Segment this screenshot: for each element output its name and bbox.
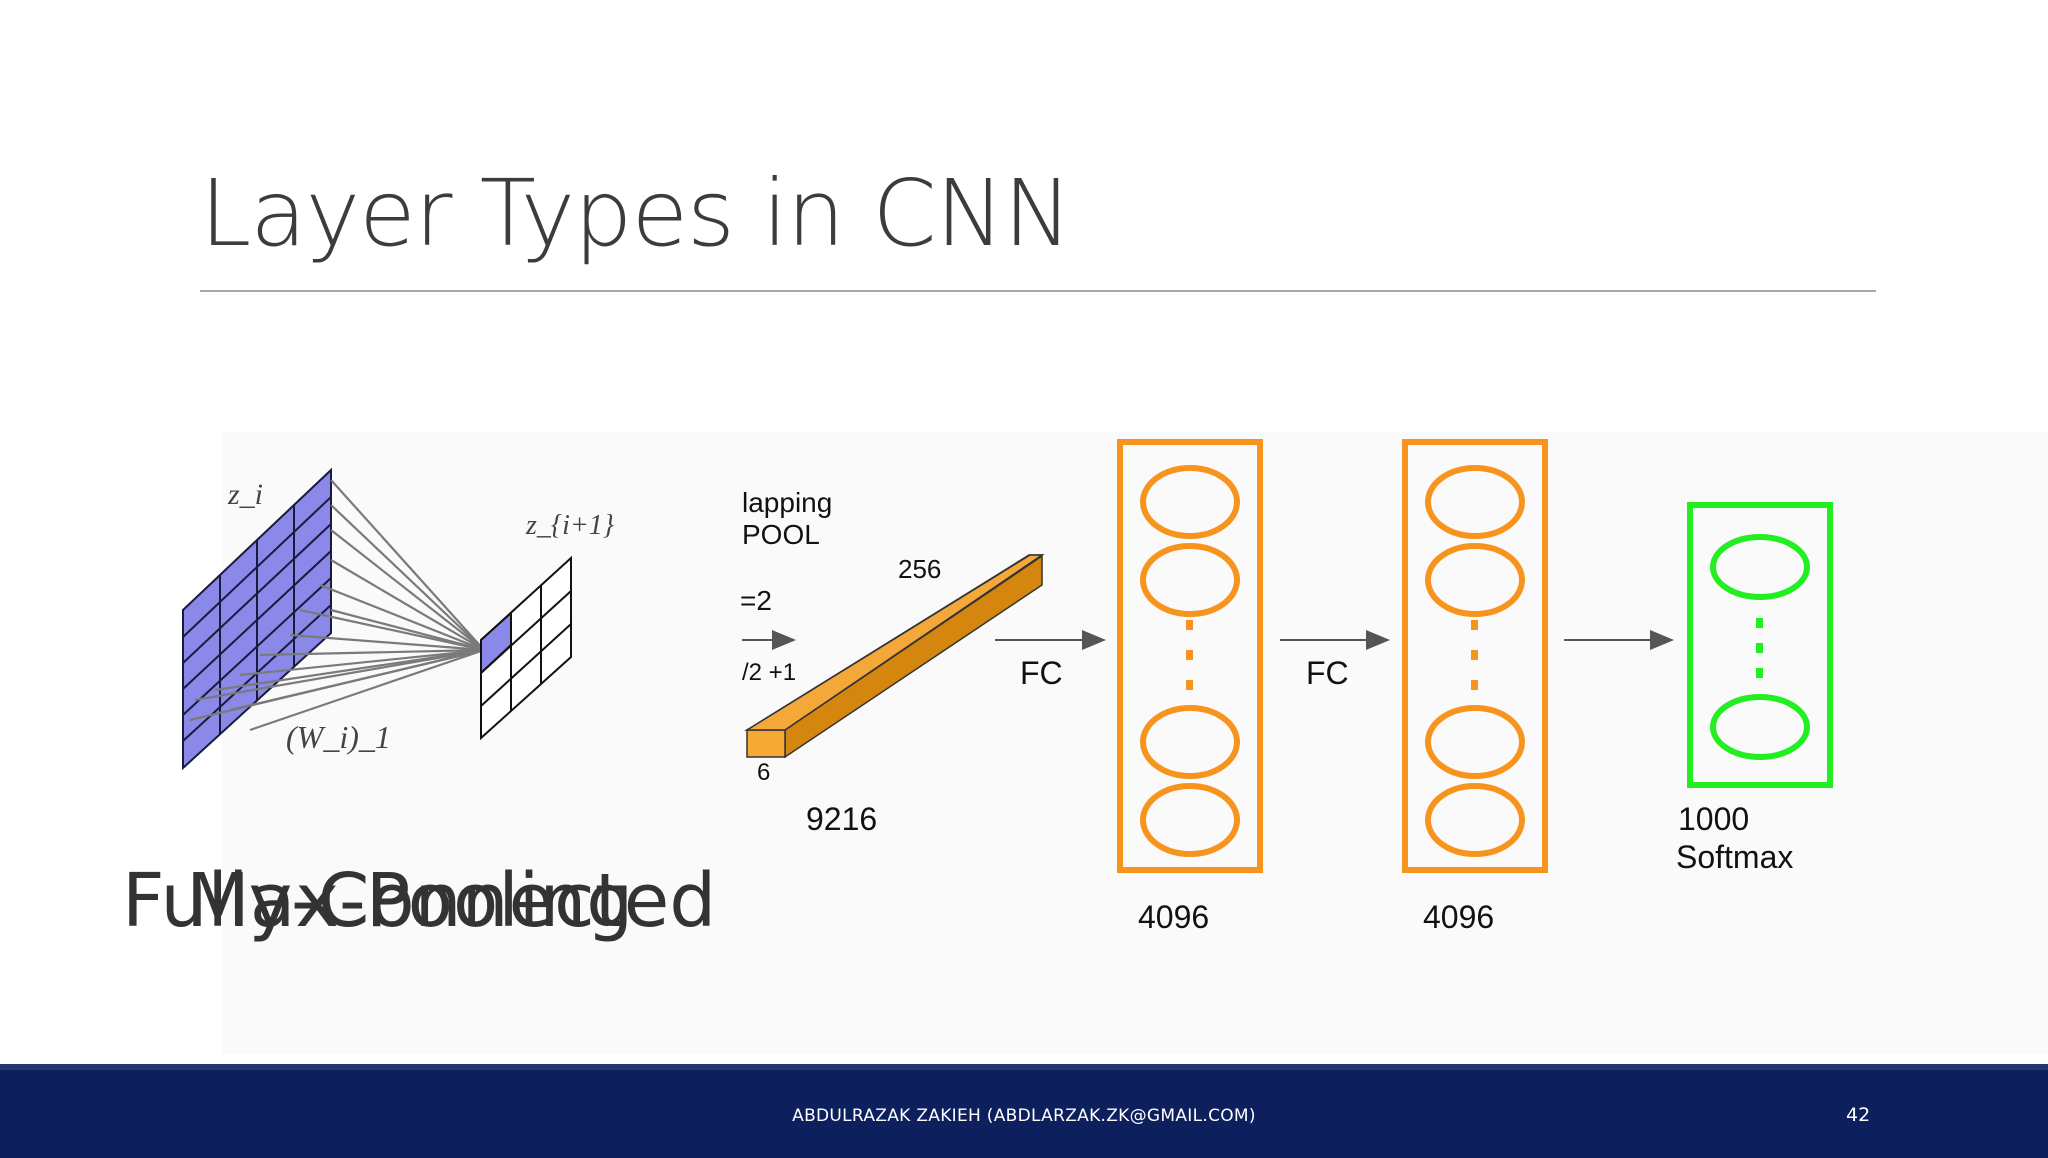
weight-connections bbox=[189, 479, 485, 732]
footer-bar bbox=[0, 1064, 2048, 1158]
fc2-ellipsis-dots bbox=[1471, 620, 1478, 690]
formula-text: /2 +1 bbox=[742, 659, 796, 686]
fc2-size-label: 4096 bbox=[1423, 899, 1494, 935]
side-label: 6 bbox=[757, 759, 770, 786]
fc-label-1: FC bbox=[1020, 655, 1063, 691]
beam-front bbox=[746, 729, 786, 758]
fc-label-2: FC bbox=[1306, 655, 1349, 691]
depth-label: 256 bbox=[898, 554, 941, 584]
alexnet-panel-background bbox=[222, 432, 2048, 1054]
flat-size-label: 9216 bbox=[806, 801, 877, 837]
fc2-neurons bbox=[1425, 465, 1525, 857]
fc1-ellipsis-dots bbox=[1186, 620, 1193, 690]
stride-text: =2 bbox=[740, 585, 772, 616]
fc1-size-label: 4096 bbox=[1138, 899, 1209, 935]
beam-upper-face bbox=[744, 554, 1045, 731]
overlapping-text: lapping bbox=[742, 487, 832, 518]
page-number: 42 bbox=[1846, 1104, 1871, 1126]
alexnet-illustration: lapping POOL =2 /2 +1 256 6 9216 FC 4096 bbox=[740, 439, 1833, 935]
title-divider bbox=[200, 290, 1876, 292]
caption-fully-connected: Fully-Connected bbox=[122, 858, 717, 944]
weight-label: (W_i)_1 bbox=[286, 719, 391, 755]
fc1-neurons bbox=[1140, 465, 1240, 857]
caption-max-pooling: Max-Pooling bbox=[186, 858, 634, 944]
fc-illustration: z_i z_{i+1} (W_i)_1 bbox=[182, 467, 614, 771]
softmax-neurons bbox=[1710, 534, 1810, 760]
softmax-column bbox=[1687, 502, 1833, 788]
beam-side bbox=[784, 554, 1043, 759]
softmax-name-label: Softmax bbox=[1676, 839, 1793, 875]
output-label: z_{i+1} bbox=[525, 510, 614, 541]
footer-author: ABDULRAZAK ZAKIEH (ABDLARZAK.ZK@GMAIL.CO… bbox=[792, 1106, 1256, 1126]
input-label: z_i bbox=[227, 478, 263, 511]
pool-text: POOL bbox=[742, 519, 820, 550]
output-grid-lines bbox=[480, 585, 572, 711]
slide-title: Layer Types in CNN bbox=[200, 160, 1072, 267]
softmax-ellipsis-dots bbox=[1756, 618, 1763, 678]
softmax-size-label: 1000 bbox=[1678, 801, 1749, 837]
fc1-column bbox=[1117, 439, 1263, 873]
fc2-column bbox=[1402, 439, 1548, 873]
